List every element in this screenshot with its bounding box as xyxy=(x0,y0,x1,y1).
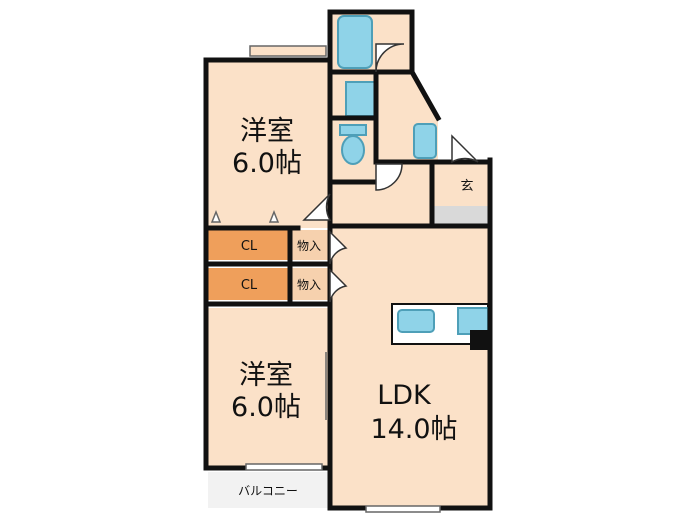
storage-bottom-label: 物入 xyxy=(297,278,321,292)
storage-bottom-floor xyxy=(290,268,328,300)
kitchen-stove-fixture xyxy=(457,307,489,335)
toilet-tank-fixture xyxy=(339,124,367,136)
fixtures xyxy=(337,15,490,350)
room-western-bottom-name: 洋室 xyxy=(239,360,293,391)
room-western-top-floor xyxy=(206,62,330,228)
door-toilet xyxy=(375,163,403,191)
kitchen-sink-fixture xyxy=(397,309,435,333)
door-bath xyxy=(375,43,405,73)
door-western-top xyxy=(302,193,332,221)
door-swings xyxy=(302,43,479,303)
washbasin-fixture xyxy=(413,123,437,159)
storage-top-label: 物入 xyxy=(297,239,321,253)
refrigerator-spot xyxy=(470,330,490,350)
bathtub-fixture xyxy=(337,15,373,69)
room-western-bottom-size: 6.0帖 xyxy=(231,392,301,423)
closet-bottom-floor xyxy=(208,268,290,300)
room-western-top-size: 6.0帖 xyxy=(232,148,302,179)
door-storage-top xyxy=(329,230,348,265)
door-entrance xyxy=(451,134,479,164)
closet-top-floor xyxy=(208,230,290,260)
balcony-label: バルコニー xyxy=(238,484,298,498)
room-ldk-size: 14.0帖 xyxy=(370,414,457,445)
entrance-floor xyxy=(432,160,490,206)
closet-top-label: CL xyxy=(241,239,258,254)
door-storage-bottom xyxy=(329,268,348,303)
washing-machine-fixture xyxy=(345,81,377,117)
storage-top-floor xyxy=(290,230,328,260)
closet-bottom-label: CL xyxy=(241,278,258,293)
balcony-floor xyxy=(208,472,332,508)
labels: 洋室 6.0帖 CL 物入 CL 物入 洋室 6.0帖 LDK 14.0帖 玄 … xyxy=(231,116,473,498)
room-ldk-name: LDK xyxy=(377,380,432,411)
windows xyxy=(210,45,441,513)
room-ldk-floor xyxy=(332,228,490,508)
room-western-bottom-floor xyxy=(208,308,328,468)
entrance-label: 玄 xyxy=(460,179,473,194)
toilet-bowl-fixture xyxy=(341,135,365,165)
room-western-top-name: 洋室 xyxy=(240,116,294,147)
entrance-step xyxy=(432,206,490,226)
